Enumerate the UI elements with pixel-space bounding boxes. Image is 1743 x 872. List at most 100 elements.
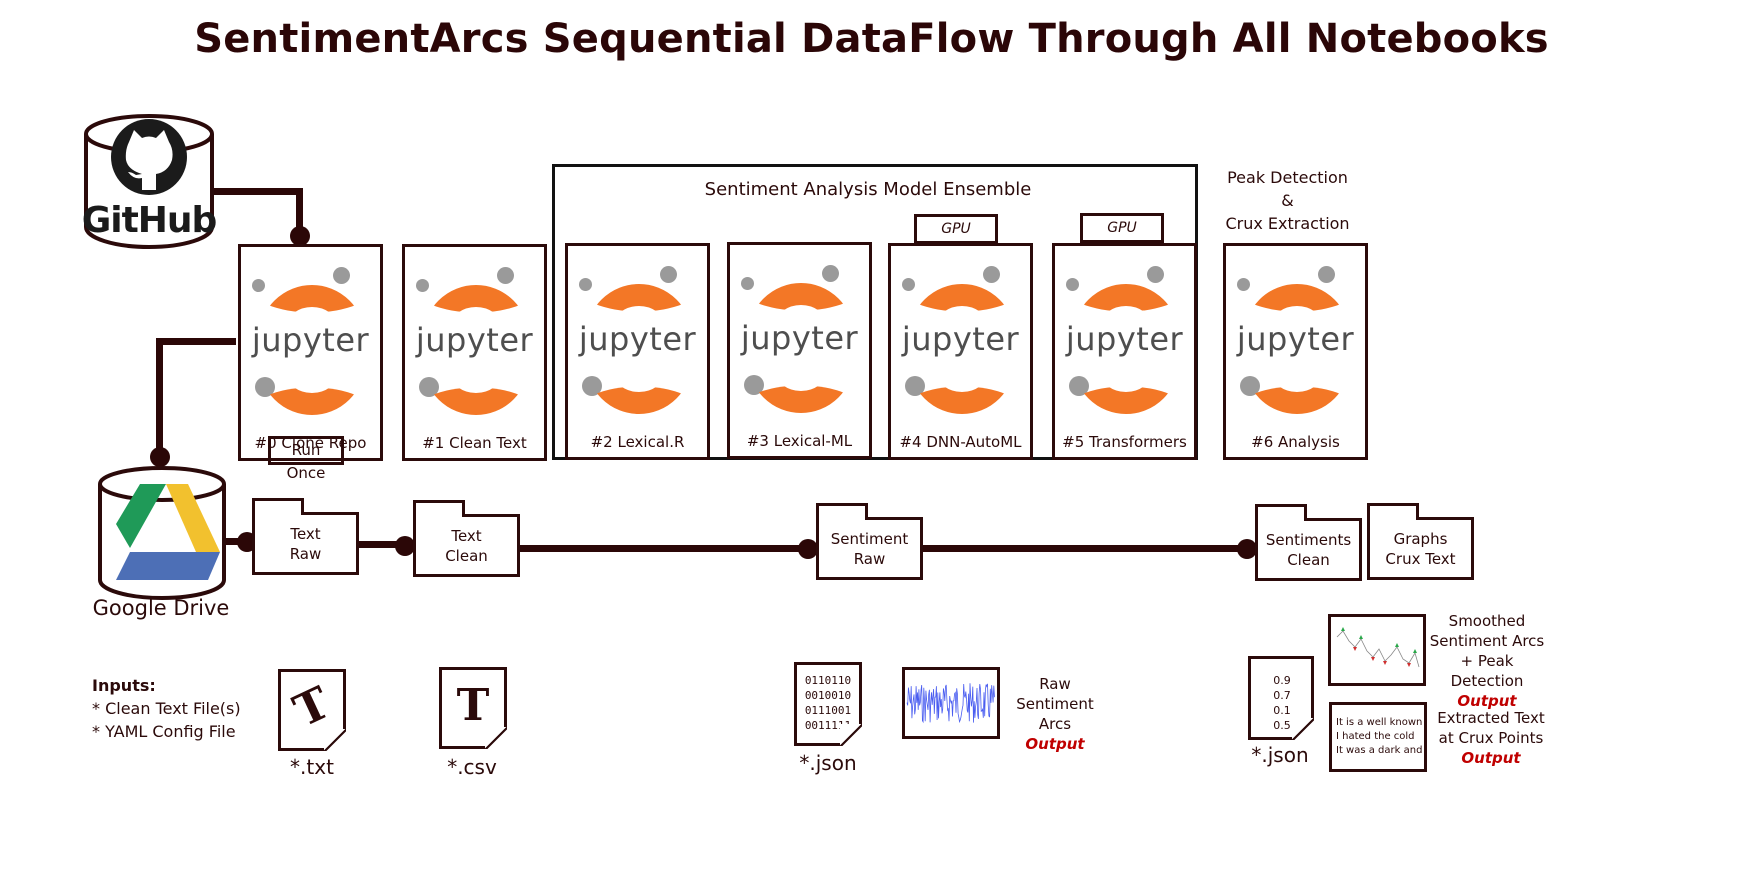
notebook-label: #6 Analysis	[1251, 433, 1340, 451]
folder-tab	[816, 503, 868, 520]
github-connector-h	[210, 188, 302, 195]
peak-marker	[1341, 627, 1345, 631]
jupyter-arc-bottom	[259, 363, 365, 415]
github-label: GitHub	[82, 200, 216, 241]
flow-line-3	[518, 545, 818, 552]
notebook-label: #5 Transformers	[1062, 433, 1187, 451]
flow-line-2	[358, 541, 410, 548]
notebook-label: #4 DNN-AutoML	[899, 433, 1022, 451]
page-fold	[840, 724, 862, 746]
folder-tab	[1367, 503, 1419, 520]
json-clean-line: 0.9	[1273, 674, 1291, 687]
folder-sentiment-raw-line2: Raw	[853, 549, 886, 568]
jupyter-arc-bottom	[423, 363, 529, 415]
page-fold	[1292, 718, 1314, 740]
smoothed-arcs-label: Smoothed Sentiment Arcs + Peak Detection…	[1428, 611, 1546, 711]
flow-node-3	[798, 539, 818, 559]
json-raw-line: 0011111	[804, 719, 852, 732]
folder-tab	[1255, 504, 1307, 521]
google-drive-label: Google Drive	[92, 596, 230, 620]
github-connector-v	[296, 188, 303, 236]
notebook-label: #3 Lexical-ML	[746, 432, 853, 450]
json-raw-line: 0111001	[804, 704, 852, 717]
jupyter-arc-bottom	[909, 362, 1015, 414]
jupyter-logo-text: jupyter	[251, 321, 370, 359]
smoothed-line-3: + Peak Detection	[1450, 652, 1524, 690]
crux-text-line: I hated the cold	[1336, 731, 1415, 742]
jupyter-moon	[822, 265, 839, 282]
jupyter-arc-bottom	[1073, 362, 1179, 414]
jupyter-moon	[983, 266, 1000, 283]
drive-connector-node	[150, 447, 170, 467]
folder-text-raw-line1: Text	[290, 524, 321, 543]
folder-sentiments-clean-line2: Clean	[1287, 550, 1330, 569]
jupyter-logo-text: jupyter	[415, 321, 534, 359]
peak-marker	[1359, 635, 1363, 639]
csv-caption: *.csv	[447, 755, 497, 779]
folder-tab	[252, 498, 304, 515]
json-clean-line: 0.5	[1273, 719, 1291, 732]
notebook-clone-repo: jupyter#0 Clone Repo	[238, 244, 383, 461]
smoothed-line-1: Smoothed	[1448, 612, 1526, 630]
raw-arcs-line-1: Raw	[1039, 675, 1071, 693]
smoothed-arcs-thumbnail	[1328, 614, 1426, 686]
gpu-badge-dnn: GPU	[914, 214, 998, 244]
smoothed-line-2: Sentiment Arcs	[1429, 632, 1545, 650]
jupyter-arc-bottom	[586, 362, 692, 414]
txt-caption: *.txt	[290, 755, 334, 779]
json-clean-file-icon: 0.9 0.7 0.1 0.5	[1248, 656, 1314, 740]
jupyter-arc-bottom	[748, 361, 854, 413]
valley-marker	[1407, 663, 1411, 667]
inputs-heading: Inputs:	[92, 676, 156, 695]
jupyter-logo-text: jupyter	[1065, 320, 1184, 358]
notebook-lexical-r: jupyter #2 Lexical.R	[565, 243, 710, 460]
valley-marker	[1371, 657, 1375, 661]
raw-arcs-output: Output	[1025, 735, 1085, 753]
valley-marker	[1353, 647, 1357, 651]
raw-arcs-thumbnail	[902, 667, 1000, 739]
page-fold	[324, 729, 346, 751]
peak-label-line-1: Peak Detection	[1227, 168, 1348, 187]
page-title: SentimentArcs Sequential DataFlow Throug…	[194, 16, 1549, 62]
json-raw-line: 0110110	[804, 674, 852, 687]
extracted-line-1: Extracted Text	[1437, 709, 1545, 727]
json-raw-line: 0010010	[804, 689, 852, 702]
peak-marker	[1395, 643, 1399, 647]
page-fold	[485, 727, 507, 749]
json-clean-line: 0.7	[1273, 689, 1291, 702]
crux-text-line: It was a dark and	[1336, 745, 1423, 756]
folder-text-clean-line2: Clean	[445, 546, 488, 565]
extracted-line-2: at Crux Points	[1438, 729, 1544, 747]
jupyter-moon	[497, 267, 514, 284]
jupyter-moon	[1318, 266, 1335, 283]
notebook-transformers: jupyter #5 Transformers	[1052, 243, 1197, 460]
csv-glyph: T	[456, 680, 490, 731]
notebook-lexical-ml: jupyter #3 Lexical-ML	[727, 242, 872, 459]
jupyter-logo-text: jupyter	[1236, 320, 1355, 358]
github-connector-node	[290, 226, 310, 246]
jupyter-logo-text: jupyter	[578, 320, 697, 358]
inputs-block: Inputs: * Clean Text File(s) * YAML Conf…	[92, 674, 241, 743]
smoothed-output: Output	[1457, 692, 1517, 710]
peak-detection-label: Peak Detection & Crux Extraction	[1210, 166, 1365, 235]
raw-arcs-noise-plot	[906, 683, 995, 724]
jupyter-logo-text: jupyter	[740, 319, 859, 357]
crux-text-thumbnail: It is a well known I hated the cold It w…	[1329, 702, 1427, 772]
flow-node-2	[395, 536, 415, 556]
inputs-item-2: * YAML Config File	[92, 722, 236, 741]
smoothed-arcs-plot	[1336, 627, 1420, 668]
google-drive-icon	[98, 466, 226, 600]
folder-graphs-crux-line1: Graphs	[1393, 529, 1448, 548]
peak-marker	[1413, 649, 1417, 653]
json-clean-caption: *.json	[1251, 743, 1309, 767]
crux-text-line: It is a well known	[1336, 717, 1423, 728]
inputs-item-1: * Clean Text File(s)	[92, 699, 241, 718]
notebook-label: #2 Lexical.R	[590, 433, 685, 451]
jupyter-moon	[660, 266, 677, 283]
folder-tab	[413, 500, 465, 517]
gpu-badge-transformers: GPU	[1080, 213, 1164, 243]
